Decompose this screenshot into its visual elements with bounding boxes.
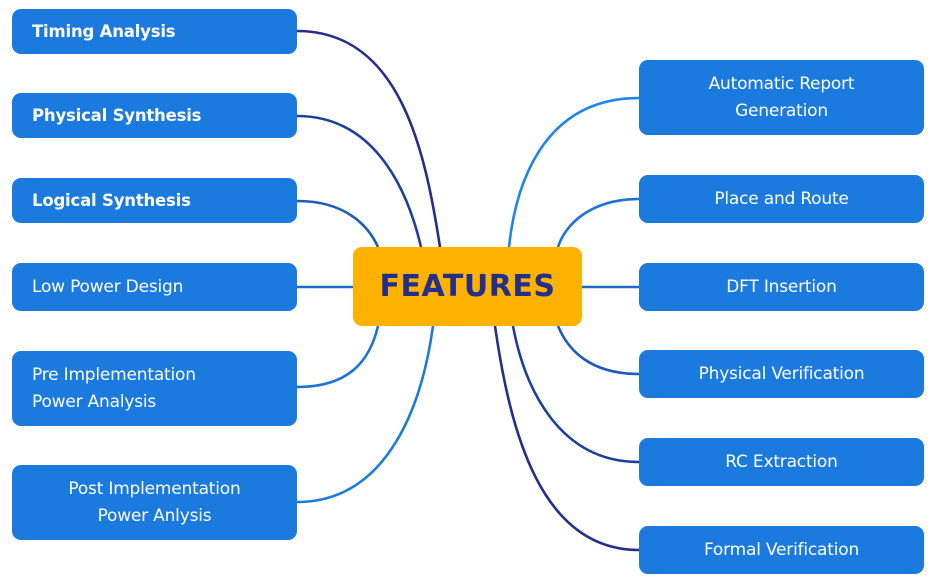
node-label: Pre Implementation Power Analysis <box>32 364 196 412</box>
node-label: Physical Verification <box>698 363 865 384</box>
node-post-implementation-power-analysis: Post Implementation Power Anlysis <box>12 465 297 540</box>
features-hub: FEATURES <box>353 247 582 326</box>
connector-logical-synthesis <box>296 199 380 248</box>
node-physical-synthesis: Physical Synthesis <box>12 93 297 138</box>
node-label: Physical Synthesis <box>32 106 202 125</box>
node-label: Low Power Design <box>32 276 184 297</box>
node-place-and-route: Place and Route <box>639 175 924 223</box>
node-label: RC Extraction <box>725 451 838 472</box>
node-label: Post Implementation Power Anlysis <box>68 478 241 526</box>
connector-rc-extraction <box>511 325 640 464</box>
node-label: DFT Insertion <box>726 276 837 297</box>
connector-timing-analysis <box>296 29 442 248</box>
connector-formal-verification <box>493 325 640 552</box>
node-rc-extraction: RC Extraction <box>639 438 924 486</box>
node-timing-analysis: Timing Analysis <box>12 9 297 54</box>
connector-physical-verification <box>556 325 640 376</box>
connector-physical-synthesis <box>296 114 423 248</box>
node-label: Place and Route <box>714 188 849 209</box>
node-logical-synthesis: Logical Synthesis <box>12 178 297 223</box>
node-label: Formal Verification <box>703 539 860 560</box>
node-pre-implementation-power-analysis: Pre Implementation Power Analysis <box>12 351 297 426</box>
node-low-power-design: Low Power Design <box>12 263 297 311</box>
hub-label: FEATURES <box>379 269 556 304</box>
node-formal-verification: Formal Verification <box>639 526 924 574</box>
connector-automatic-report <box>507 96 640 248</box>
node-automatic-report-generation: Automatic Report Generation <box>639 60 924 135</box>
node-label: Timing Analysis <box>32 22 176 41</box>
connector-pre-implementation <box>296 325 380 389</box>
connector-post-implementation <box>296 325 435 504</box>
node-dft-insertion: DFT Insertion <box>639 263 924 311</box>
node-physical-verification: Physical Verification <box>639 350 924 398</box>
node-label: Automatic Report Generation <box>708 73 855 121</box>
node-label: Logical Synthesis <box>32 191 191 210</box>
connector-place-and-route <box>556 197 640 248</box>
